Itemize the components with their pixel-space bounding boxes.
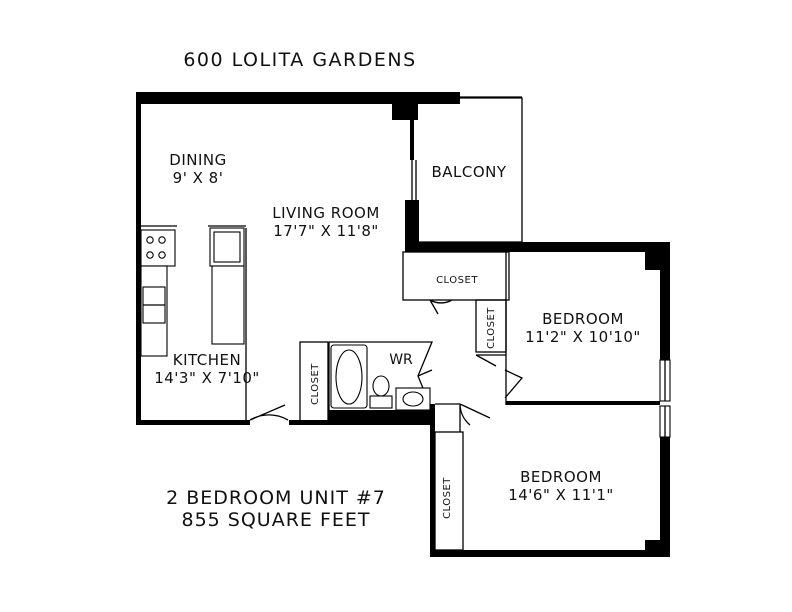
- dining-dimensions: 9' X 8': [173, 169, 224, 187]
- unit-area: 855 SQUARE FEET: [181, 509, 370, 531]
- closet-bedroom2-label: CLOSET: [442, 477, 453, 519]
- balcony-outline: [411, 96, 523, 243]
- bath-fixtures: [330, 344, 431, 411]
- unit-type: 2 BEDROOM UNIT #7: [166, 487, 386, 509]
- kitchen-fixtures: [140, 227, 245, 357]
- exterior-walls: [136, 92, 670, 557]
- washroom-label: WR: [389, 352, 413, 368]
- counter-island: [211, 265, 245, 345]
- bedroom1-label: BEDROOM: [542, 310, 624, 328]
- closet-bedroom1-label: CLOSET: [486, 307, 497, 349]
- toilet: [372, 375, 390, 397]
- living-room-label: LIVING ROOM: [272, 204, 380, 222]
- bedroom1-dimensions: 11'2" X 10'10": [525, 328, 641, 346]
- interior-walls: [141, 225, 660, 551]
- windows: [659, 359, 671, 438]
- dining-label: DINING: [169, 151, 226, 169]
- doors: [249, 299, 524, 426]
- balcony-label: BALCONY: [431, 163, 506, 181]
- closet-hall-label: CLOSET: [436, 275, 478, 286]
- closet-entry-label: CLOSET: [310, 363, 321, 405]
- bedroom2-label: BEDROOM: [520, 468, 602, 486]
- kitchen-dimensions: 14'3" X 7'10": [154, 369, 260, 387]
- stove: [140, 229, 176, 267]
- kitchen-label: KITCHEN: [173, 351, 242, 369]
- plan-title: 600 LOLITA GARDENS: [183, 49, 416, 71]
- bedroom2-dimensions: 14'6" X 11'1": [508, 486, 614, 504]
- living-room-dimensions: 17'7" X 11'8": [273, 222, 379, 240]
